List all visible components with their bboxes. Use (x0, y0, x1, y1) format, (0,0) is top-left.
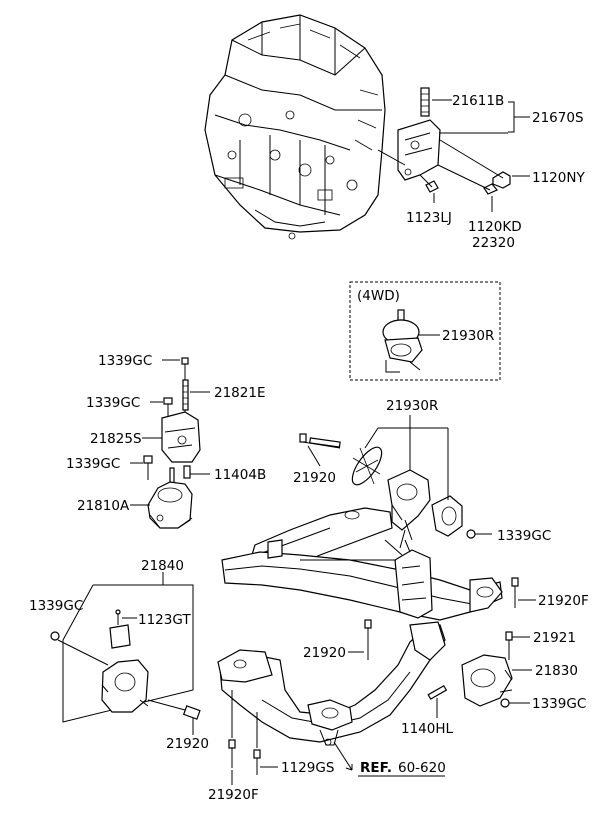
label-21821E: 21821E (214, 385, 265, 401)
label-1339GC-e: 1339GC (29, 598, 83, 614)
4wd-variant-box (349, 281, 501, 381)
label-21840: 21840 (141, 558, 184, 574)
subframe-crossmember (217, 507, 503, 746)
mount-21930R-4wd (382, 309, 423, 373)
label-21920F-bottom: 21920F (208, 787, 259, 803)
label-1339GC-a: 1339GC (98, 353, 152, 369)
label-21611B: 21611B (452, 93, 504, 109)
label-1339GC-f: 1339GC (532, 696, 586, 712)
mount-21830-assembly (364, 577, 519, 708)
bottom-bolts (228, 739, 261, 775)
label-1140HL: 1140HL (401, 721, 454, 737)
label-1129GS: 1129GS (281, 760, 334, 776)
label-21830: 21830 (535, 663, 578, 679)
label-21920-b: 21920 (303, 645, 346, 661)
label-11404B: 11404B (214, 467, 266, 483)
label-1339GC-b: 1339GC (86, 395, 140, 411)
label-21810A: 21810A (77, 498, 130, 514)
engine-assembly (204, 14, 386, 240)
label-21920F-right: 21920F (538, 593, 589, 609)
label-21920-c: 21920 (166, 736, 209, 752)
label-21930R: 21930R (386, 398, 438, 414)
label-1339GC-d: 1339GC (497, 528, 551, 544)
mount-21810A-assembly (143, 357, 201, 529)
engine-mount-bracket (397, 87, 511, 195)
label-1339GC-c: 1339GC (66, 456, 120, 472)
label-1120KD: 1120KD (468, 219, 522, 235)
mount-21930R-parts (299, 433, 476, 539)
label-22320: 22320 (472, 235, 515, 251)
ref-prefix: REF. (360, 760, 392, 776)
mount-21840-group (50, 572, 201, 723)
label-1123GT: 1123GT (138, 612, 191, 628)
label-4wd: (4WD) (357, 288, 400, 304)
label-21920-a: 21920 (293, 470, 336, 486)
ref-number: 60-620 (398, 760, 446, 776)
label-21921: 21921 (533, 630, 576, 646)
label-1123LJ: 1123LJ (406, 210, 452, 226)
label-21670S: 21670S (532, 110, 584, 126)
reference-callout: REF. 60-620 (333, 741, 446, 777)
label-21825S: 21825S (90, 431, 142, 447)
label-1120NY: 1120NY (532, 170, 585, 186)
label-21930R-4wd: 21930R (442, 328, 494, 344)
